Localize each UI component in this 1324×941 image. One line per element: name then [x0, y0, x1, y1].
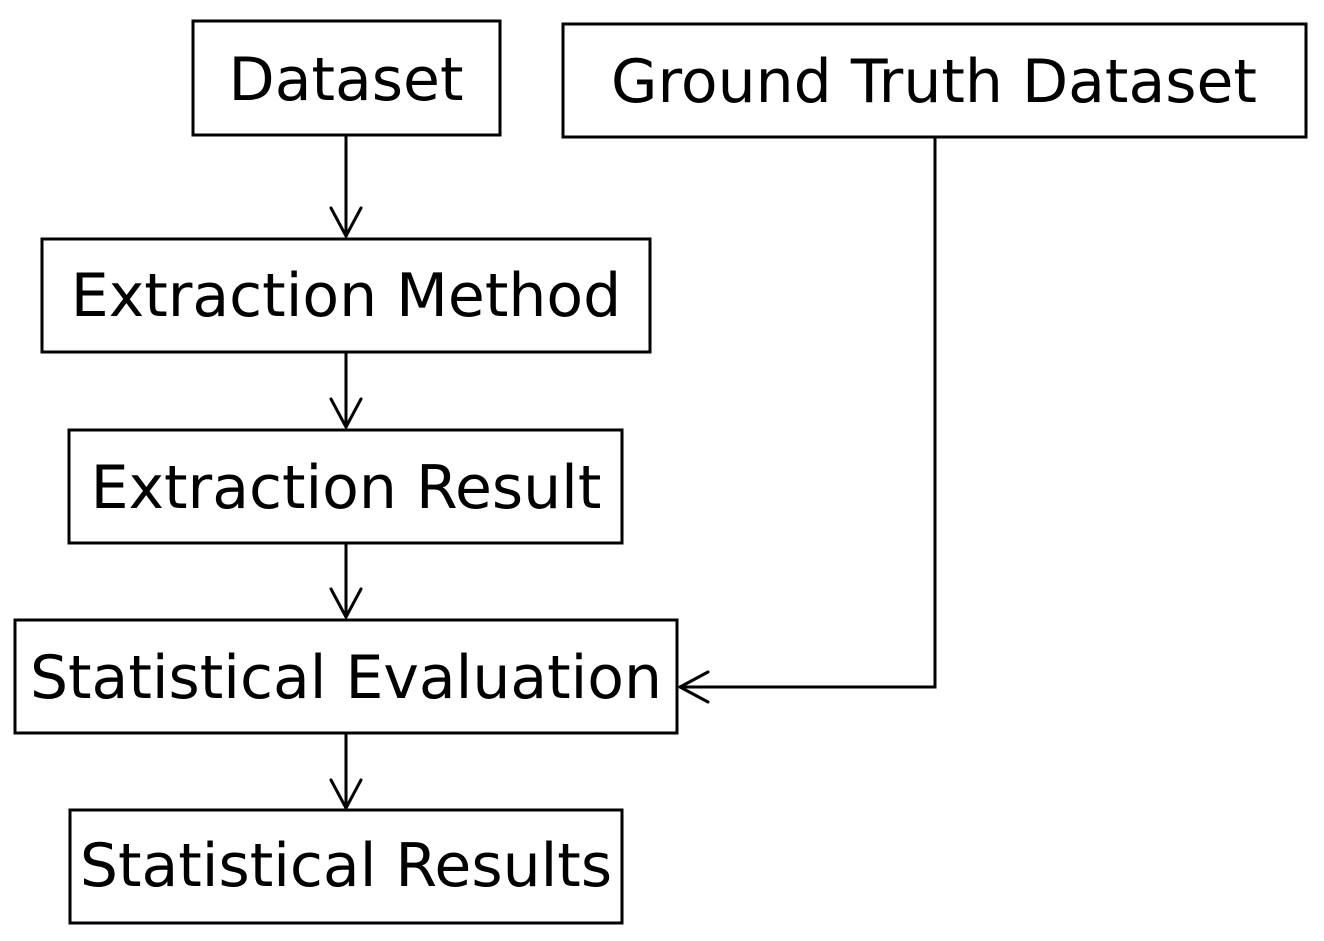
arrowhead	[678, 670, 710, 704]
node-statistical-evaluation-label: Statistical Evaluation	[30, 643, 662, 713]
node-statistical-results-label: Statistical Results	[80, 831, 612, 901]
node-extraction-result: Extraction Result	[67, 428, 624, 545]
edge-ground-truth-to-statistical-evaluation	[678, 138, 937, 704]
node-statistical-results: Statistical Results	[68, 808, 624, 925]
node-dataset-label: Dataset	[229, 45, 464, 115]
node-statistical-evaluation: Statistical Evaluation	[13, 618, 679, 735]
arrowhead	[329, 778, 363, 810]
node-extraction-method-label: Extraction Method	[71, 261, 621, 331]
node-ground-truth-dataset-label: Ground Truth Dataset	[611, 47, 1257, 117]
arrowhead	[329, 397, 363, 429]
arrowhead	[329, 587, 363, 619]
edge-extraction-method-to-extraction-result	[329, 353, 363, 429]
edge-extraction-result-to-statistical-evaluation	[329, 544, 363, 619]
node-extraction-method: Extraction Method	[40, 237, 652, 354]
node-extraction-result-label: Extraction Result	[91, 453, 602, 523]
arrowhead	[329, 206, 363, 238]
edge-statistical-evaluation-to-statistical-results	[329, 734, 363, 810]
node-ground-truth-dataset: Ground Truth Dataset	[561, 22, 1308, 139]
node-dataset: Dataset	[191, 19, 502, 137]
edge-dataset-to-extraction-method	[329, 136, 363, 238]
